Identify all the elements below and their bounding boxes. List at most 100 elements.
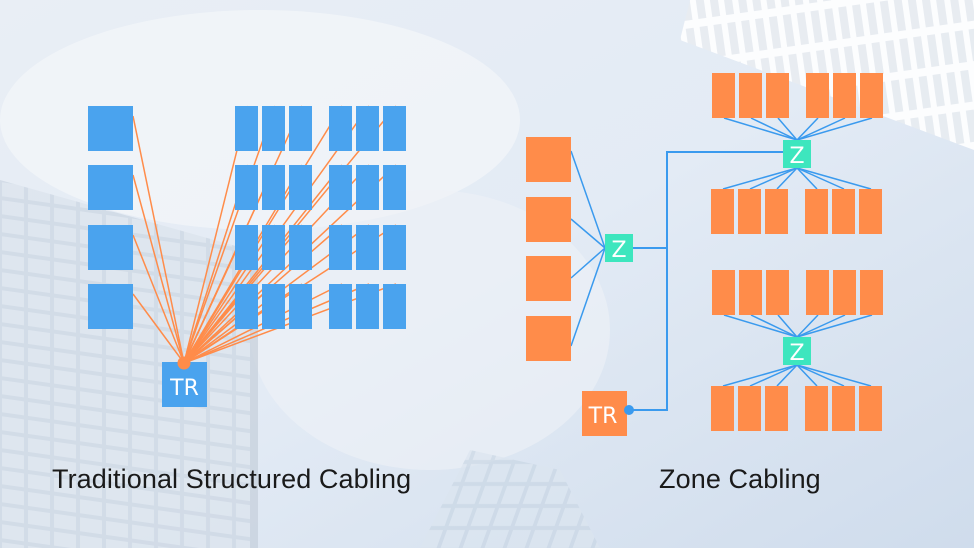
- outlet-block: [383, 106, 406, 151]
- outlet-block: [289, 284, 312, 329]
- zone-cable-line: [723, 117, 798, 141]
- outlet-block: [235, 106, 258, 151]
- cable-line: [132, 174, 185, 364]
- cable-line: [132, 293, 185, 364]
- zone-cable-line: [796, 117, 819, 141]
- cable-line: [183, 224, 276, 364]
- zone-node: [783, 337, 811, 365]
- cable-junction-dot: [177, 356, 191, 370]
- zone-outlet-block: [526, 197, 571, 242]
- zone-cable-line: [570, 150, 606, 249]
- zone-outlet-block: [766, 73, 789, 118]
- traditional-outlets: [88, 106, 406, 329]
- zone-cable-line: [777, 117, 798, 141]
- zone-cable-line: [750, 314, 798, 338]
- zone-outlet-block: [765, 386, 788, 431]
- outlet-block: [262, 284, 285, 329]
- zone-cable-line: [750, 117, 798, 141]
- zone-outlet-block: [526, 316, 571, 361]
- outlet-block: [235, 284, 258, 329]
- zone-outlet-block: [806, 73, 829, 118]
- zone-outlet-block: [805, 189, 828, 234]
- zone-node-label: Z: [789, 144, 804, 169]
- zone-outlet-block: [526, 137, 571, 182]
- zone-cable-line: [796, 167, 818, 190]
- outlet-block: [235, 165, 258, 210]
- outlet-block: [262, 225, 285, 270]
- tr-label: TR: [169, 376, 199, 401]
- zone-outlet-block: [739, 270, 762, 315]
- outlet-block: [289, 165, 312, 210]
- cable-junction-dot: [624, 405, 634, 415]
- tr-hub-zone: [582, 391, 627, 436]
- zone-cable-line: [723, 314, 798, 338]
- zone-cable-line: [749, 364, 798, 387]
- cable-line: [132, 115, 185, 364]
- zone-cable-line: [776, 364, 798, 387]
- zone-outlet-block: [859, 386, 882, 431]
- zone-cable-line: [722, 167, 798, 190]
- zone-cable-line: [796, 364, 845, 387]
- zone-cable-line: [796, 364, 872, 387]
- outlet-block: [262, 165, 285, 210]
- zone-cable-line: [570, 247, 606, 347]
- zone-cables: [570, 117, 873, 411]
- zone-cable-line: [570, 247, 606, 279]
- zone-cable-line: [796, 364, 818, 387]
- outlet-block: [88, 225, 133, 270]
- zone-cable-line: [796, 314, 819, 338]
- tr-label: TR: [588, 404, 618, 429]
- trunk-line: [629, 151, 783, 411]
- outlet-block: [262, 106, 285, 151]
- zone-cable-line: [796, 117, 846, 141]
- zone-cable-line: [722, 364, 798, 387]
- outlet-block: [356, 284, 379, 329]
- zone-node: [605, 234, 633, 262]
- outlet-block: [235, 225, 258, 270]
- outlet-block: [329, 284, 352, 329]
- zone-node-label: Z: [611, 238, 626, 263]
- zone-outlet-block: [766, 270, 789, 315]
- zone-outlet-block: [833, 270, 856, 315]
- zone-cable-line: [796, 314, 873, 338]
- zone-outlet-block: [712, 270, 735, 315]
- outlet-block: [383, 284, 406, 329]
- zone-outlet-block: [832, 386, 855, 431]
- outlet-block: [88, 165, 133, 210]
- outlet-block: [383, 225, 406, 270]
- zone-outlet-block: [765, 189, 788, 234]
- outlet-block: [356, 106, 379, 151]
- cable-line: [183, 105, 276, 364]
- zone-cable-line: [777, 314, 798, 338]
- zone-cable-line: [749, 167, 798, 190]
- zone-cable-line: [796, 314, 846, 338]
- zone-outlet-block: [738, 386, 761, 431]
- outlet-block: [88, 106, 133, 151]
- outlet-block: [88, 284, 133, 329]
- zone-node-label: Z: [789, 341, 804, 366]
- zone-cable-line: [570, 218, 606, 249]
- outlet-block: [289, 106, 312, 151]
- outlet-block: [356, 225, 379, 270]
- zone-cable-line: [776, 167, 798, 190]
- outlet-block: [329, 165, 352, 210]
- zone-cable-line: [796, 117, 873, 141]
- zone-outlet-block: [860, 73, 883, 118]
- zone-outlet-block: [738, 189, 761, 234]
- tr-hub-traditional: [162, 362, 207, 407]
- zone-outlet-block: [806, 270, 829, 315]
- outlet-block: [329, 106, 352, 151]
- outlet-block: [356, 165, 379, 210]
- zone-outlet-block: [739, 73, 762, 118]
- zone-cable-line: [796, 167, 872, 190]
- zone-outlet-block: [860, 270, 883, 315]
- outlet-block: [289, 225, 312, 270]
- zone-outlet-block: [711, 189, 734, 234]
- outlet-block: [329, 225, 352, 270]
- zone-cable-line: [796, 167, 845, 190]
- zone-outlet-block: [832, 189, 855, 234]
- hub-nodes: TR Z Z Z TR: [162, 140, 811, 436]
- zone-outlet-block: [805, 386, 828, 431]
- zone-outlet-block: [711, 386, 734, 431]
